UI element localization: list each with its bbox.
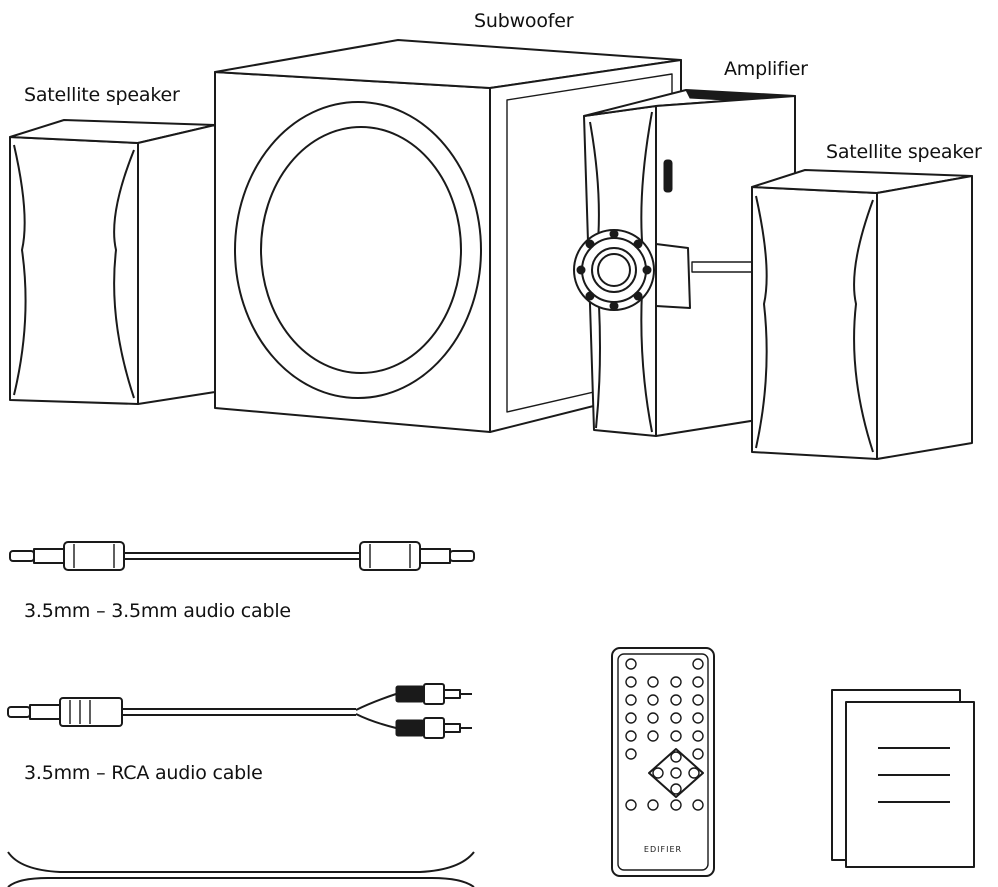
cable-35mm-rca xyxy=(7,683,472,739)
subwoofer-label: Subwoofer xyxy=(474,10,574,32)
satellite-speaker-right-label: Satellite speaker xyxy=(826,141,982,163)
satellite-speaker-left-label: Satellite speaker xyxy=(24,84,180,106)
cable-35mm-35mm xyxy=(9,541,475,571)
cable-35mm-rca-label: 3.5mm – RCA audio cable xyxy=(24,762,263,784)
strap-accessory xyxy=(7,851,475,887)
amplifier-label: Amplifier xyxy=(724,58,808,80)
satellite-speaker-left xyxy=(9,119,216,405)
user-manual-documents xyxy=(831,689,975,868)
remote-brand-label: EDIFIER xyxy=(644,845,682,854)
satellite-speaker-right xyxy=(751,169,973,460)
remote-control: EDIFIER xyxy=(611,647,715,877)
cable-35mm-35mm-label: 3.5mm – 3.5mm audio cable xyxy=(24,600,291,622)
